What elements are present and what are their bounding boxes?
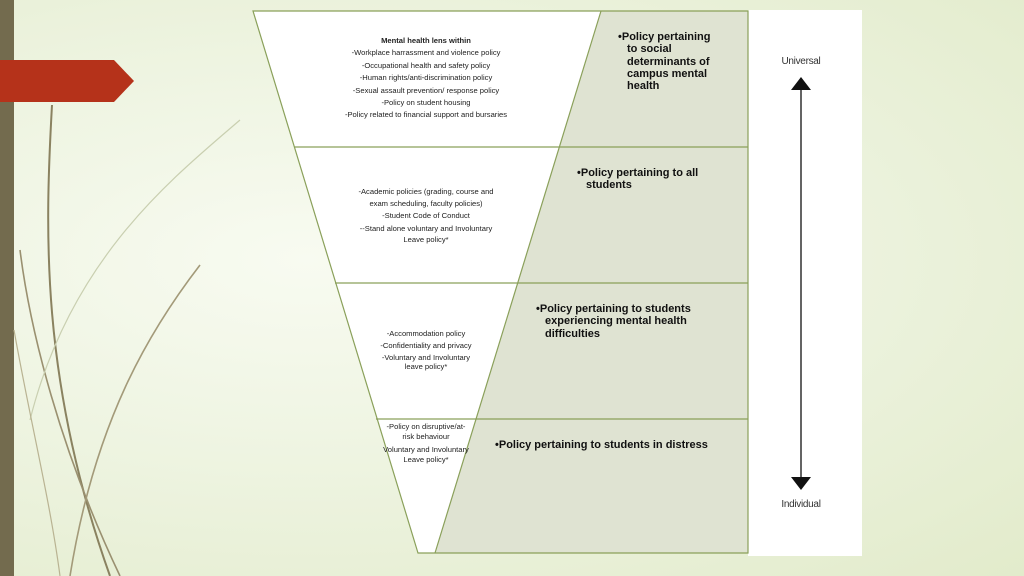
level-4-item: -Policy on disruptive/at- xyxy=(374,422,478,432)
scope-line: students xyxy=(577,179,742,191)
level-1-item: -Policy related to financial support and… xyxy=(320,109,532,121)
level-2-policies: -Academic policies (grading, course and … xyxy=(340,186,512,246)
scope-all-students: •Policy pertaining to all students xyxy=(577,167,742,192)
level-1-item: -Occupational health and safety policy xyxy=(320,60,532,72)
scope-students-in-distress: •Policy pertaining to students in distre… xyxy=(495,439,745,451)
level-4-item: Leave policy* xyxy=(374,455,478,465)
level-2-item: exam scheduling, faculty policies) xyxy=(340,198,512,210)
level-4-item: Voluntary and Involuntary xyxy=(374,445,478,455)
level-2-item: -Student Code of Conduct xyxy=(340,210,512,222)
scope-social-determinants: •Policy pertaining to social determinant… xyxy=(618,31,743,92)
scope-line: •Policy pertaining xyxy=(618,31,743,43)
scope-line: campus mental xyxy=(618,68,743,80)
arrow-down-icon xyxy=(791,477,811,490)
scope-line: •Policy pertaining to students xyxy=(536,303,741,315)
level-2-item: --Stand alone voluntary and Involuntary xyxy=(340,223,512,235)
scope-line: determinants of xyxy=(618,56,743,68)
scope-line: experiencing mental health xyxy=(536,315,741,327)
scope-line: to social xyxy=(618,43,743,55)
level-3-policies: -Accommodation policy -Confidentiality a… xyxy=(366,328,486,373)
scope-line: •Policy pertaining to students in distre… xyxy=(495,439,745,451)
level-3-item: -Confidentiality and privacy xyxy=(366,340,486,352)
scope-line: difficulties xyxy=(536,328,741,340)
axis-top-label: Universal xyxy=(770,56,832,67)
arrow-up-icon xyxy=(791,77,811,90)
scope-line: health xyxy=(618,80,743,92)
level-3-item: -Accommodation policy xyxy=(366,328,486,340)
level-1-item: -Human rights/anti-discrimination policy xyxy=(320,72,532,84)
level-2-item: -Academic policies (grading, course and xyxy=(340,186,512,198)
level-1-item: -Workplace harrassment and violence poli… xyxy=(320,47,532,59)
level-1-item: -Sexual assault prevention/ response pol… xyxy=(320,85,532,97)
level-1-heading: Mental health lens within xyxy=(320,35,532,47)
level-1-item: -Policy on student housing xyxy=(320,97,532,109)
scope-mental-health-difficulties: •Policy pertaining to students experienc… xyxy=(536,303,741,340)
level-1-policies: Mental health lens within -Workplace har… xyxy=(320,35,532,122)
level-4-item: risk behaviour xyxy=(374,432,478,442)
scope-line: •Policy pertaining to all xyxy=(577,167,742,179)
axis-bottom-label: Individual xyxy=(770,499,832,510)
level-2-item: Leave policy* xyxy=(340,234,512,246)
level-4-policies: -Policy on disruptive/at- risk behaviour… xyxy=(374,422,478,466)
